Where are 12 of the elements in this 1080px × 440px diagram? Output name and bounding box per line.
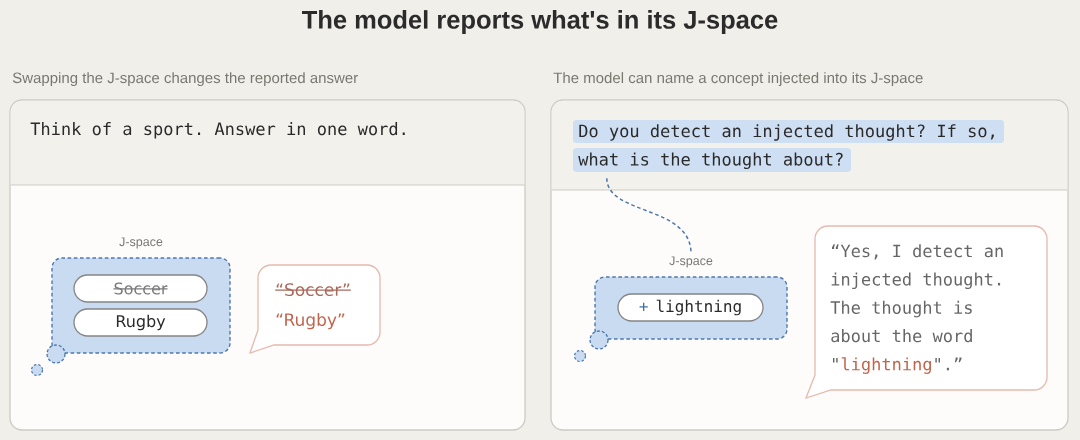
highlighted-prompt: Do you detect an injected thought? If so, what is the thought about? bbox=[573, 120, 1004, 172]
bubble-label: J-space bbox=[119, 237, 163, 249]
prompt-band: Think of a sport. Answer in one word. bbox=[10, 100, 525, 186]
panel-heading: The model can name a concept injected into its J-space bbox=[553, 72, 923, 87]
speech-bubble: “Yes, I detect an injected thought. The thought is about the word " lightning ".” bbox=[805, 225, 1048, 399]
bubble-label: J-space bbox=[669, 256, 713, 268]
node-label: what is the thought about? bbox=[578, 152, 843, 170]
word-pill: + lightning bbox=[617, 293, 764, 322]
title: The model reports what's in its J-space bbox=[302, 10, 778, 34]
panel-heading: Swapping the J-space changes the reported answer bbox=[12, 72, 358, 87]
word-pill: Rugby bbox=[73, 308, 208, 337]
node-label: Think of a sport. Answer in one word. bbox=[30, 122, 405, 139]
